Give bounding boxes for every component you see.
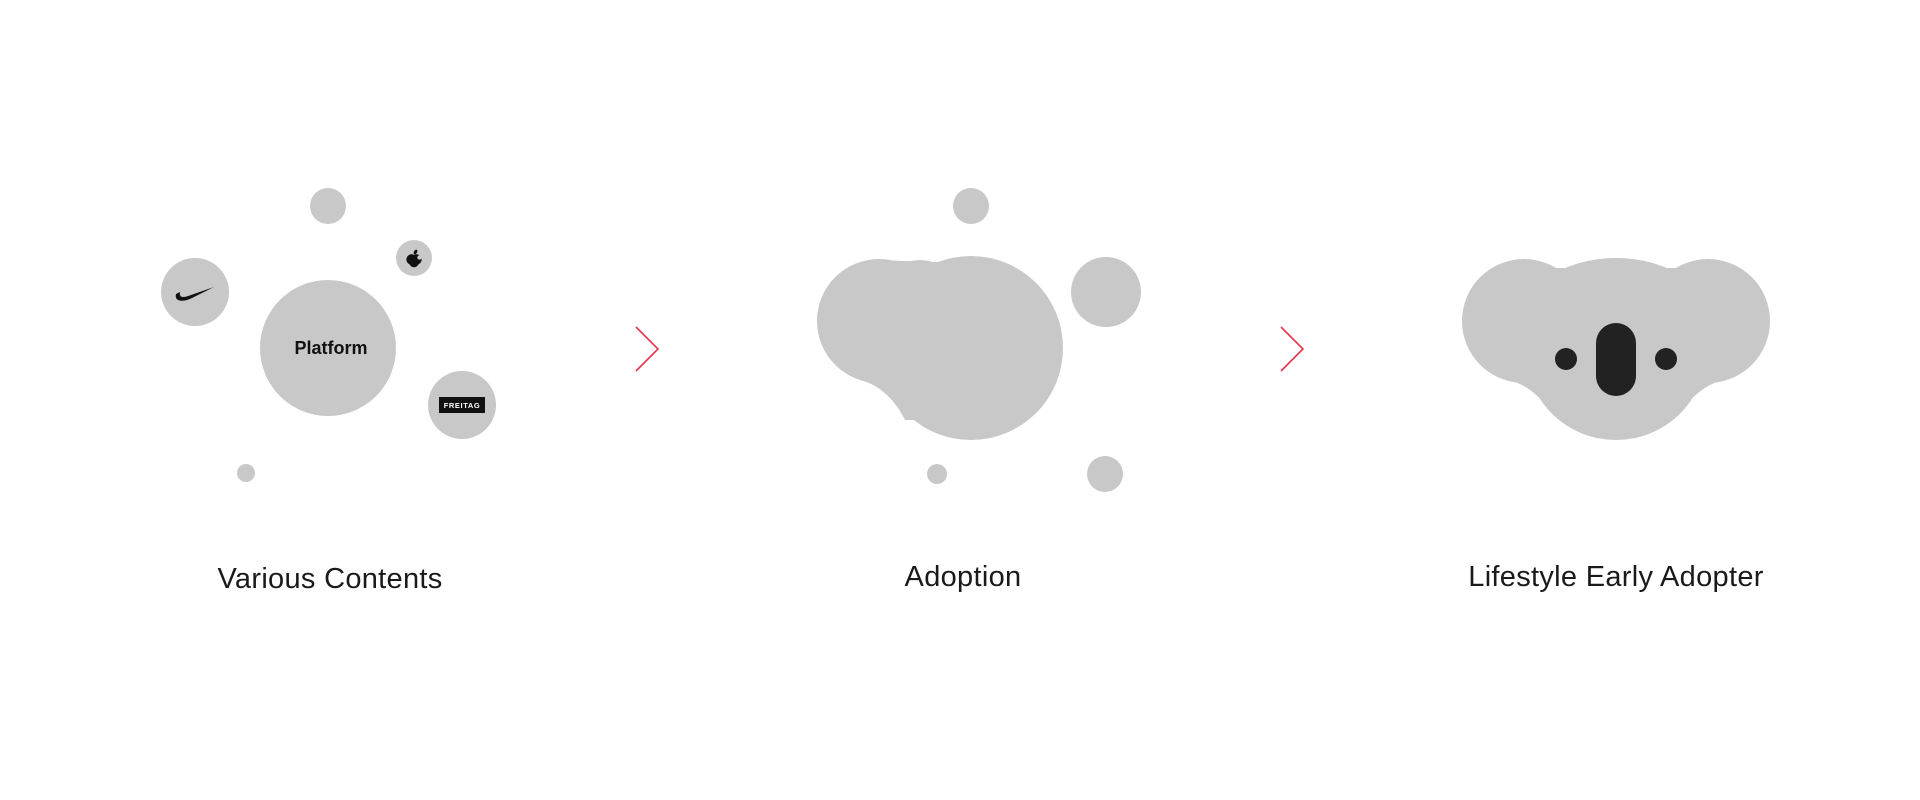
nike-swoosh-logo — [175, 287, 214, 301]
stage-adoption — [817, 188, 1141, 492]
arrow-right-icon — [1280, 326, 1305, 372]
koala-right-eye — [1655, 348, 1677, 370]
arrow-right-icon — [635, 326, 660, 372]
koala-left-eye — [1555, 348, 1577, 370]
bubble-platform — [260, 280, 396, 416]
bubble-small-top — [310, 188, 346, 224]
adoption-blob — [817, 256, 1063, 440]
stage-label-various-contents: Various Contents — [217, 563, 443, 595]
stage-lifestyle-early-adopter — [1462, 258, 1770, 440]
bubble-tiny — [927, 464, 947, 484]
freitag-logo-text: FREITAG — [444, 401, 481, 410]
platform-label: Platform — [294, 338, 367, 358]
bubble-tiny — [237, 464, 255, 482]
bubble-nike — [161, 258, 229, 326]
bubble-small-top — [953, 188, 989, 224]
stage-label-adoption: Adoption — [904, 561, 1022, 593]
bubble-small-bottom — [1087, 456, 1123, 492]
freitag-logo — [439, 397, 485, 413]
koala-nose — [1596, 323, 1636, 396]
apple-logo — [406, 249, 422, 268]
bubble-right — [1071, 257, 1141, 327]
stage-various-contents: Platform FREITAG — [161, 188, 496, 482]
stage-label-lifestyle-early-adopter: Lifestyle Early Adopter — [1468, 561, 1764, 593]
